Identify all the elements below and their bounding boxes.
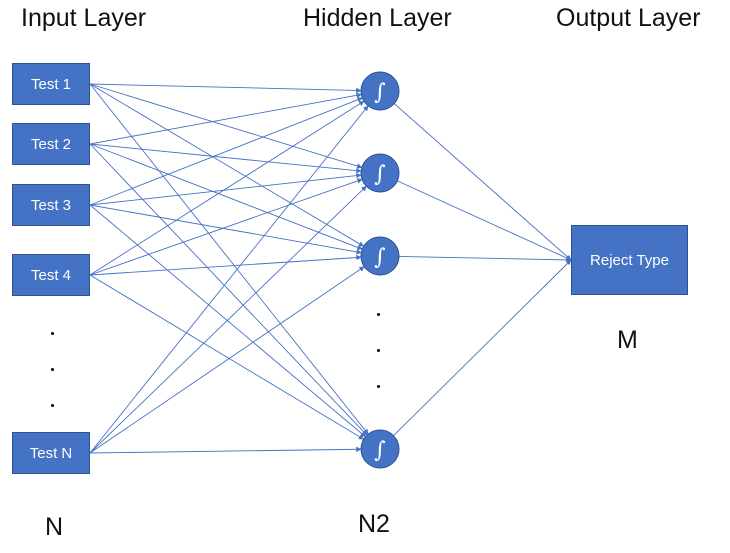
edge-input-5-hidden-2: [89, 185, 367, 454]
edge-input-4-hidden-1: [89, 100, 365, 276]
edge-input-2-hidden-4: [89, 143, 368, 436]
edge-hidden-2-output: [397, 180, 572, 261]
edge-hidden-1-output: [393, 103, 572, 261]
edge-input-2-hidden-1: [89, 92, 362, 145]
integral-icon: ∫: [374, 80, 386, 105]
edge-input-4-hidden-4: [89, 274, 365, 440]
input-node-test-2[interactable]: Test 2: [12, 123, 90, 165]
hidden-neuron-circle: [360, 236, 400, 276]
input-node-test-3[interactable]: Test 3: [12, 184, 90, 226]
edge-input-1-hidden-4: [89, 83, 369, 435]
input-ellipsis-dot: [51, 332, 54, 335]
input-layer-title: Input Layer: [21, 4, 147, 32]
hidden-ellipsis-dot: [377, 349, 380, 352]
output-node-reject-type[interactable]: Reject Type: [571, 225, 688, 295]
hidden-ellipsis-dot: [377, 313, 380, 316]
hidden-layer-title: Hidden Layer: [303, 4, 452, 32]
hidden-ellipsis-dot: [377, 385, 380, 388]
edge-input-1-hidden-1: [89, 83, 362, 94]
edge-input-4-hidden-3: [89, 254, 362, 276]
edge-input-3-hidden-2: [89, 172, 362, 206]
integral-icon: ∫: [374, 245, 386, 270]
input-node-test-n[interactable]: Test N: [12, 432, 90, 474]
hidden-neuron-1[interactable]: ∫: [360, 71, 400, 111]
hidden-neuron-4[interactable]: ∫: [360, 429, 400, 469]
edge-input-3-hidden-4: [89, 204, 366, 438]
integral-icon: ∫: [374, 438, 386, 463]
edge-input-4-hidden-2: [89, 178, 363, 276]
edge-input-5-hidden-3: [89, 266, 365, 454]
input-ellipsis-dot: [51, 368, 54, 371]
edge-hidden-3-output: [398, 255, 572, 263]
edge-input-5-hidden-4: [89, 446, 362, 454]
hidden-neuron-circle: [360, 429, 400, 469]
edge-input-2-hidden-2: [89, 143, 362, 174]
hidden-neuron-2[interactable]: ∫: [360, 153, 400, 193]
edge-input-3-hidden-1: [89, 97, 363, 206]
hidden-neuron-circle: [360, 71, 400, 111]
output-count-label: M: [617, 326, 638, 354]
output-layer-title: Output Layer: [556, 4, 701, 32]
hidden-neuron-3[interactable]: ∫: [360, 236, 400, 276]
integral-icon: ∫: [374, 162, 386, 187]
hidden-count-label: N2: [358, 510, 390, 538]
edge-input-5-hidden-1: [89, 105, 369, 454]
input-count-label: N: [45, 513, 64, 541]
edge-input-3-hidden-3: [89, 204, 362, 255]
input-node-test-4[interactable]: Test 4: [12, 254, 90, 296]
edge-input-1-hidden-3: [89, 83, 365, 247]
hidden-neuron-circle: [360, 153, 400, 193]
edge-input-1-hidden-2: [89, 83, 363, 169]
input-node-test-1[interactable]: Test 1: [12, 63, 90, 105]
input-ellipsis-dot: [51, 404, 54, 407]
edge-hidden-4-output: [393, 259, 572, 436]
edge-input-2-hidden-3: [89, 143, 363, 250]
